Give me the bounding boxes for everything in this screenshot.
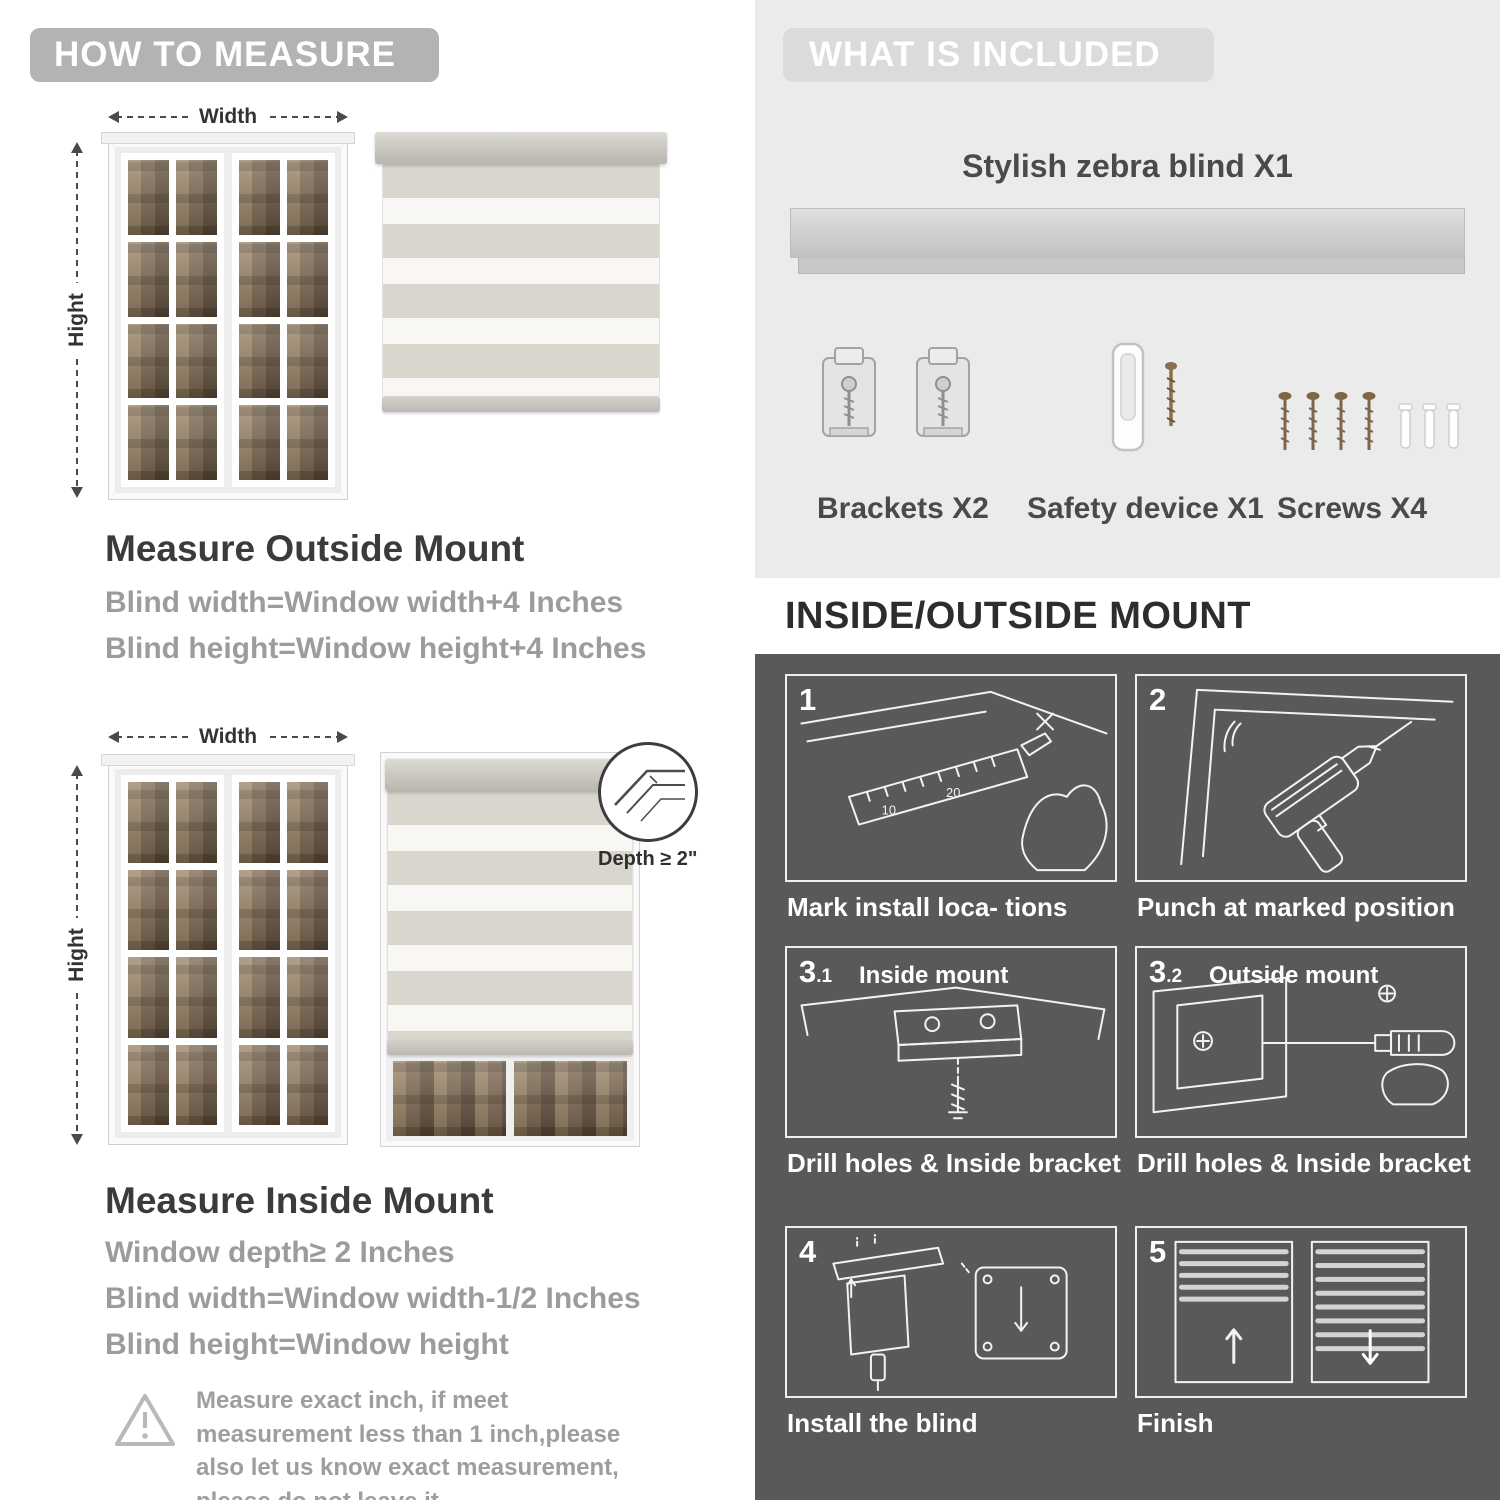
inside-mount-line3: Blind height=Window height	[105, 1328, 509, 1361]
step-caption-3-1: Drill holes & Inside bracket	[787, 1148, 1121, 1178]
window-illustration-inside	[101, 754, 355, 1145]
window-panes-visible	[393, 1061, 627, 1136]
outside-mount-line1: Blind width=Window width+4 Inches	[105, 586, 624, 619]
step-panel-3-1: 3.1 Inside mount	[785, 946, 1117, 1138]
blind-headrail-illustration	[790, 208, 1465, 258]
measurement-warning-text: Measure exact inch, if meet measurement …	[196, 1387, 621, 1500]
step-number: 4	[799, 1234, 817, 1269]
window-illustration-outside	[101, 132, 355, 500]
width-label: Width	[188, 105, 268, 129]
mark-locations-art: 10 20	[787, 676, 1115, 880]
width-label: Width	[188, 725, 268, 749]
install-blind-art	[787, 1228, 1115, 1396]
zebra-blind-in-window-illustration	[380, 752, 640, 1147]
what-is-included-header: WHAT IS INCLUDED	[783, 28, 1214, 82]
step-caption-4: Install the blind	[787, 1408, 978, 1438]
step-panel-4: 4	[785, 1226, 1117, 1398]
inside-mount-line1: Window depth≥ 2 Inches	[105, 1236, 455, 1269]
step-caption-5: Finish	[1137, 1408, 1214, 1438]
what-is-included-section: WHAT IS INCLUDED Stylish zebra blind X1	[755, 0, 1500, 578]
step-panel-3-2: 3.2 Outside mount	[1135, 946, 1467, 1138]
step-caption-1: Mark install loca- tions	[787, 892, 1068, 922]
inside-mount-title: Measure Inside Mount	[105, 1180, 494, 1221]
step-number: 1	[799, 682, 817, 717]
zebra-blind-illustration-inside	[385, 759, 635, 1055]
svg-text:20: 20	[946, 785, 960, 800]
outside-mount-line2: Blind height=Window height+4 Inches	[105, 632, 647, 665]
depth-detail-circle	[598, 742, 698, 842]
height-arrow-outside: Hight	[65, 142, 89, 498]
window-sashes	[121, 775, 335, 1132]
step-title: Outside mount	[1209, 962, 1379, 989]
blind-cassette	[375, 132, 667, 164]
bracket-icon	[813, 342, 983, 465]
screws-label: Screws X4	[1277, 492, 1428, 525]
blind-item-label: Stylish zebra blind X1	[962, 148, 1293, 184]
step-panel-1: 1 10 20	[785, 674, 1117, 882]
brackets-label: Brackets X2	[817, 492, 989, 525]
step-number: 3.1	[799, 954, 833, 989]
inside-bracket-art	[787, 948, 1115, 1136]
drill-art	[1137, 676, 1465, 880]
step-caption-2: Punch at marked position	[1137, 892, 1455, 922]
blind-body	[387, 791, 633, 1039]
mount-header: INSIDE/OUTSIDE MOUNT	[785, 594, 1252, 637]
height-label: Hight	[65, 283, 89, 357]
mount-steps-section: INSIDE/OUTSIDE MOUNT 1 10 20 Mark instal…	[755, 578, 1500, 1500]
safety-device-icon	[1099, 338, 1199, 465]
blind-cassette	[385, 759, 635, 791]
width-arrow-outside: Width	[108, 105, 348, 129]
window-sashes	[121, 153, 335, 487]
width-arrow-inside: Width	[108, 725, 348, 749]
window-sash	[232, 153, 335, 487]
window-sash	[121, 775, 224, 1132]
step-number: 3.2	[1149, 954, 1183, 989]
step-caption-3-2: Drill holes & Inside bracket	[1137, 1148, 1471, 1178]
inside-mount-line2: Blind width=Window width-1/2 Inches	[105, 1282, 641, 1315]
window-sash	[232, 775, 335, 1132]
step-title: Inside mount	[859, 962, 1009, 989]
blind-bottom-rail	[387, 1039, 633, 1055]
step-number: 5	[1149, 1234, 1167, 1269]
outside-mount-title: Measure Outside Mount	[105, 528, 525, 569]
depth-label: Depth ≥ 2"	[598, 848, 698, 870]
zebra-blind-illustration-outside	[375, 132, 667, 412]
svg-text:10: 10	[882, 803, 896, 818]
outside-bracket-art	[1137, 948, 1465, 1136]
window-corner-icon	[614, 769, 685, 822]
height-arrow-inside: Hight	[65, 765, 89, 1145]
how-to-measure-header: HOW TO MEASURE	[30, 28, 439, 82]
mount-header-band: INSIDE/OUTSIDE MOUNT	[755, 578, 1500, 654]
finish-art	[1137, 1228, 1465, 1396]
step-number: 2	[1149, 682, 1167, 717]
screws-icon	[1269, 388, 1465, 471]
step-panel-2: 2	[1135, 674, 1467, 882]
blind-headrail-lip	[798, 258, 1465, 274]
step-panel-5: 5	[1135, 1226, 1467, 1398]
height-label: Hight	[65, 918, 89, 992]
blind-body	[382, 164, 660, 396]
blind-bottom-rail	[382, 396, 660, 412]
window-lintel	[101, 132, 355, 144]
window-lintel	[101, 754, 355, 766]
warning-triangle-icon	[112, 1390, 178, 1457]
window-sash	[121, 153, 224, 487]
safety-device-label: Safety device X1	[1027, 492, 1264, 525]
